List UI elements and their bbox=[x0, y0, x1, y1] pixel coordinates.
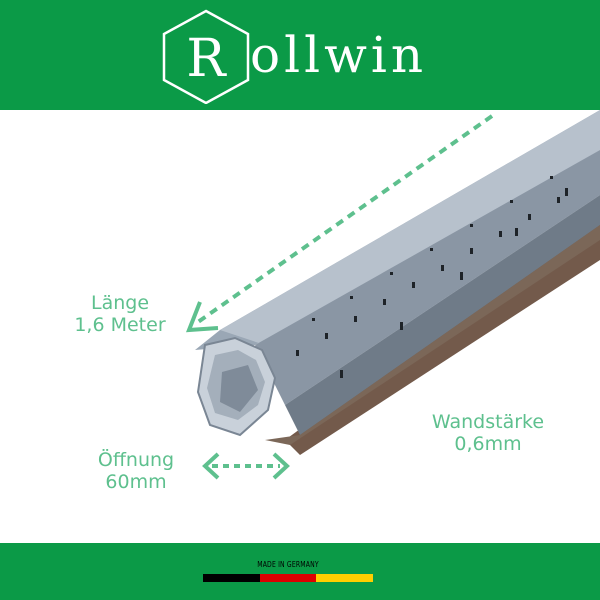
length-value: 1,6 Meter bbox=[74, 314, 166, 336]
length-label: Länge 1,6 Meter bbox=[60, 292, 180, 336]
header-banner: R ollwin bbox=[0, 0, 600, 110]
made-in-germany-text: MADE IN GERMANY bbox=[257, 560, 319, 569]
product-image bbox=[185, 110, 600, 480]
wall-thickness-label: Wandstärke 0,6mm bbox=[408, 411, 568, 455]
footer-banner bbox=[0, 543, 600, 600]
opening-label: Öffnung 60mm bbox=[76, 449, 196, 493]
hexagon-logo-icon: R bbox=[162, 9, 250, 104]
wall-thickness-value: 0,6mm bbox=[454, 433, 522, 455]
length-arrow-icon bbox=[196, 114, 494, 324]
opening-value: 60mm bbox=[105, 471, 167, 493]
brand-name: ollwin bbox=[250, 26, 428, 84]
length-title: Länge bbox=[90, 292, 150, 314]
flag-stripe-red bbox=[259, 574, 317, 582]
flag-stripe-black bbox=[203, 574, 260, 582]
wall-thickness-title: Wandstärke bbox=[431, 411, 545, 433]
german-flag-icon bbox=[203, 574, 374, 582]
opening-title: Öffnung bbox=[97, 449, 175, 471]
logo-monogram: R bbox=[186, 29, 227, 89]
flag-stripe-gold bbox=[316, 574, 374, 582]
